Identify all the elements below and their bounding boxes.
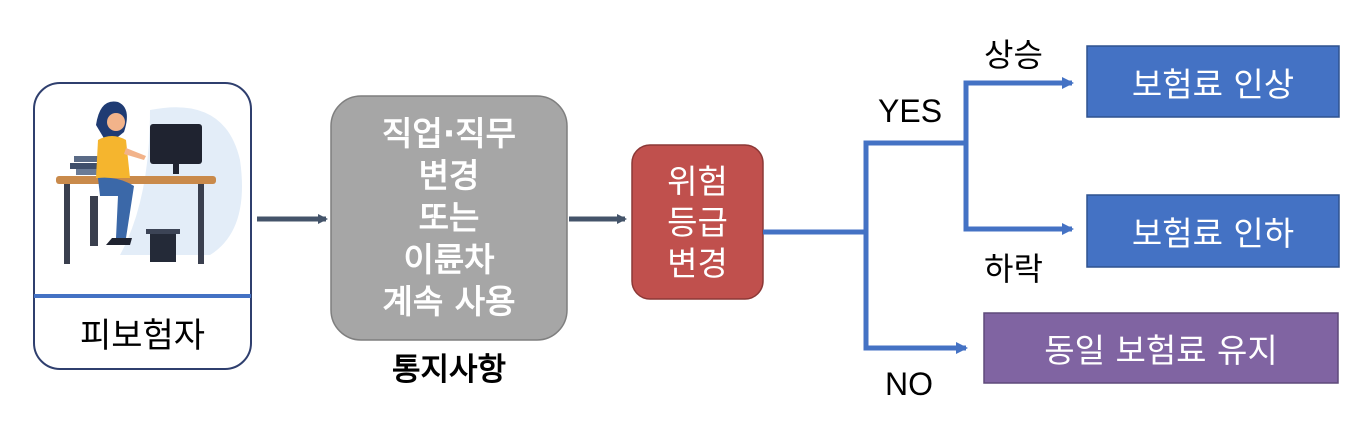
risk-box: [631, 144, 764, 300]
notice-line-change: 변경: [418, 156, 480, 195]
down-label: 하락: [984, 250, 1043, 288]
notice-box: [330, 95, 568, 341]
insured-label-area: 피보험자: [34, 298, 251, 366]
risk-line-3: 변경: [667, 243, 728, 283]
outcome-decrease-text: 보험료 인하: [1087, 195, 1339, 267]
notice-line-motorcycle: 이륜차: [403, 240, 495, 279]
notice-caption: 통지사항: [391, 352, 507, 388]
insured-label: 피보험자: [79, 315, 206, 356]
outcome-same-text: 동일 보험료 유지: [984, 313, 1338, 383]
risk-line-2: 등급: [667, 202, 728, 242]
risk-line-1: 위험: [667, 161, 728, 201]
person-at-desk-icon: [56, 101, 242, 264]
notice-text: 직업·직무 변경 또는 이륜차 계속 사용: [331, 96, 567, 340]
notice-line-job: 직업·직무: [382, 114, 516, 153]
outcome-increase-box: [1086, 45, 1340, 118]
no-label: NO: [885, 366, 933, 402]
outcome-decrease-box: [1086, 194, 1340, 268]
outcome-same-label: 동일 보험료 유지: [1044, 331, 1278, 370]
outcome-same-box: [983, 312, 1339, 384]
yes-label: YES: [878, 93, 943, 129]
notice-line-continued-use: 계속 사용: [382, 282, 516, 321]
outcome-increase-label: 보험료 인상: [1131, 64, 1295, 104]
up-label: 상승: [984, 36, 1043, 74]
risk-text: 위험 등급 변경: [632, 145, 763, 299]
decision-connectors: [763, 77, 1074, 354]
outcome-decrease-label: 보험료 인하: [1131, 214, 1295, 253]
outcome-increase-text: 보험료 인상: [1087, 46, 1339, 117]
notice-line-or: 또는: [418, 198, 480, 237]
